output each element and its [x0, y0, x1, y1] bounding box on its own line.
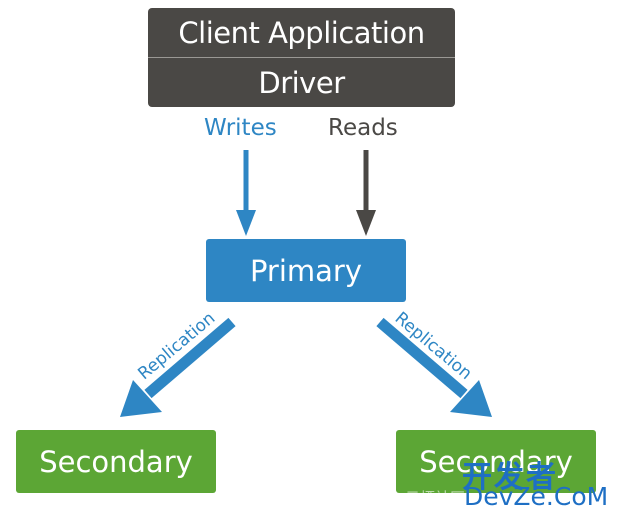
- secondary-node-left: Secondary: [16, 430, 216, 493]
- client-application-box: Client Application Driver: [148, 8, 455, 107]
- watermark-chinese-text: 开发者: [462, 460, 558, 495]
- watermark-faint-text: 云栖社区: [405, 489, 466, 507]
- reads-label: Reads: [328, 115, 398, 141]
- driver-label: Driver: [258, 65, 345, 100]
- replication-left-arrow: Replication: [120, 307, 236, 417]
- reads-arrow: [356, 150, 376, 236]
- writes-label: Writes: [204, 115, 277, 141]
- writes-arrow: [236, 150, 256, 236]
- client-application-label: Client Application: [178, 15, 425, 50]
- watermark-domain-text: DevZe.CoM: [464, 482, 609, 511]
- primary-label: Primary: [249, 253, 363, 288]
- secondary-right-label: Secondary: [419, 444, 573, 479]
- replication-right-arrow: Replication: [376, 307, 492, 417]
- client-driver-divider: [148, 57, 455, 58]
- secondary-left-label: Secondary: [39, 444, 193, 479]
- primary-node: Primary: [206, 239, 406, 302]
- secondary-node-right: Secondary: [396, 430, 596, 493]
